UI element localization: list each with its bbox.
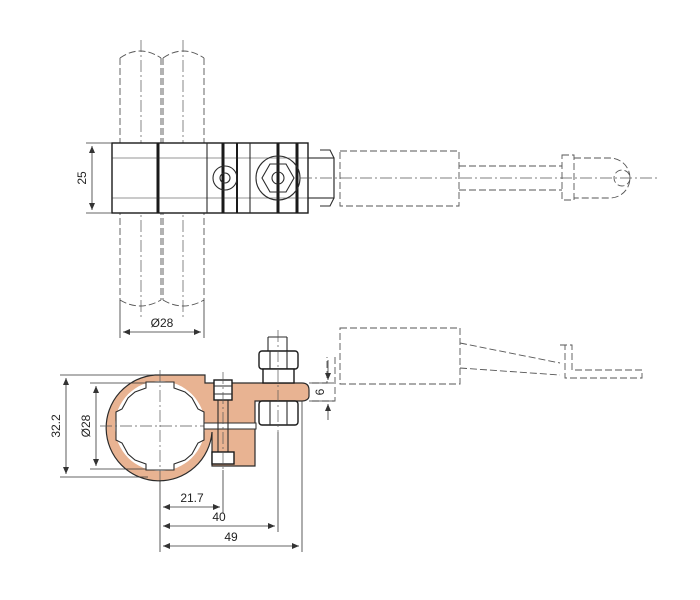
dim-label-6: 6 bbox=[313, 388, 327, 395]
inner-bore bbox=[100, 370, 222, 485]
top-view: 25 Ø28 bbox=[75, 40, 660, 338]
dimension-thickness: 6 bbox=[309, 360, 334, 420]
dim-label-49: 49 bbox=[224, 530, 238, 544]
dimension-front-height: 32.2 bbox=[49, 374, 155, 478]
clamp-body-top bbox=[111, 142, 309, 214]
phantom-cable-front bbox=[312, 327, 643, 402]
dimension-length-a: 21.7 bbox=[163, 491, 220, 510]
dimension-length-c: 49 bbox=[163, 530, 299, 549]
dimension-front-diameter: Ø28 bbox=[79, 382, 146, 470]
dim-label-21-7: 21.7 bbox=[180, 491, 204, 505]
screw-hole-icon bbox=[212, 165, 238, 191]
dim-label-d28-top: Ø28 bbox=[151, 316, 174, 330]
dim-label-40: 40 bbox=[212, 510, 226, 524]
phantom-cable-top bbox=[300, 150, 660, 207]
clamp-slit bbox=[203, 422, 257, 430]
dim-label-d28-front: Ø28 bbox=[79, 414, 93, 437]
dimension-top-diameter: Ø28 bbox=[119, 300, 205, 338]
dimension-length-b: 40 bbox=[163, 510, 275, 529]
dim-label-32-2: 32.2 bbox=[49, 414, 63, 438]
dim-label-25: 25 bbox=[75, 171, 89, 185]
dimension-extension-lines bbox=[159, 401, 303, 552]
hex-bolt-icon bbox=[258, 330, 299, 432]
dimension-top-height: 25 bbox=[75, 142, 112, 214]
clamping-screw-icon bbox=[211, 372, 235, 470]
front-view: 6 32.2 Ø28 21.7 bbox=[49, 327, 643, 552]
